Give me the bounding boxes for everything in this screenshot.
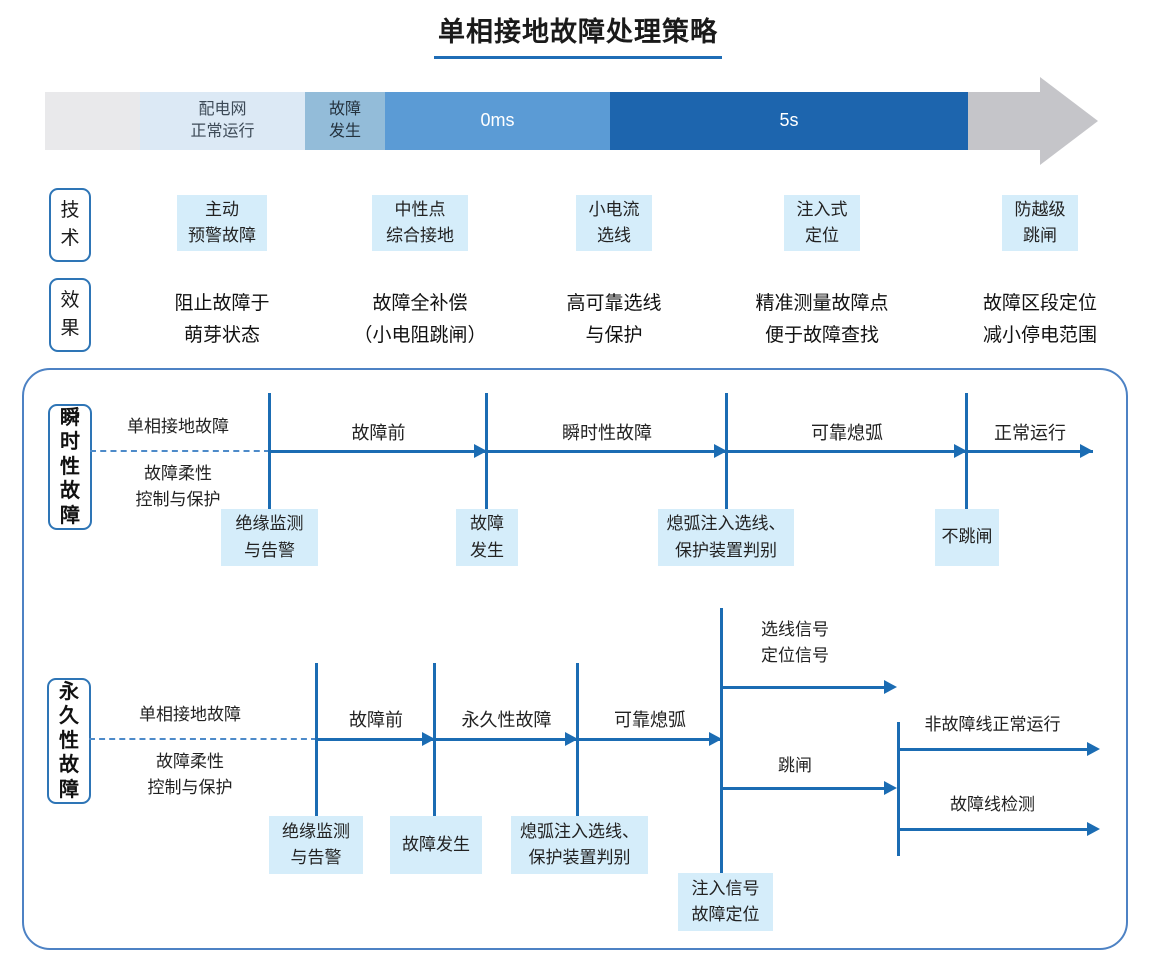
arrowhead-icon: [565, 732, 578, 746]
timeline-stage-5s: 5s: [610, 92, 968, 150]
transient-segment-label: 正常运行: [994, 423, 1066, 443]
branch-nonfault-label: 非故障线正常运行: [924, 715, 1061, 734]
transient-section-label: 瞬时性故障: [48, 404, 92, 530]
permanent-dashed-line: [89, 738, 317, 740]
effect-item: 高可靠选线 与保护: [566, 293, 662, 347]
permanent-segment-label: 故障前: [349, 710, 403, 730]
page-title: 单相接地故障处理策略: [434, 10, 722, 59]
branch-trip-label: 跳闸: [778, 756, 812, 775]
permanent-segment-label: 可靠熄弧: [614, 710, 686, 730]
transient-step-box: 不跳闸: [935, 509, 999, 566]
permanent-step-box: 绝缘监测 与告警: [269, 816, 363, 874]
trip-junction-line: [897, 722, 900, 856]
effect-item: 精准测量故障点 便于故障查找: [755, 293, 889, 347]
arrowhead-icon: [422, 732, 435, 746]
branch-faultline-line: [899, 828, 1087, 831]
transient-section-label-text: 瞬时性故障: [60, 407, 80, 527]
title-wrap: 单相接地故障处理策略: [0, 10, 1156, 59]
branch-trip-line: [722, 787, 884, 790]
permanent-step-box: 注入信号 故障定位: [678, 873, 773, 931]
permanent-pre-bottom-label: 故障柔性 控制与保护: [147, 752, 233, 798]
arrowhead-icon: [714, 444, 727, 458]
arrowhead-icon: [1087, 822, 1100, 836]
effect-row-label-text: 效果: [60, 289, 80, 340]
permanent-pre-top-label: 单相接地故障: [139, 705, 241, 724]
arrowhead-icon: [884, 781, 897, 795]
timeline-stage-idle: [45, 92, 140, 150]
branch-signal-line: [722, 686, 884, 689]
effect-item: 故障区段定位 减小停电范围: [982, 293, 1097, 347]
transient-segment-label: 可靠熄弧: [811, 423, 883, 443]
effect-item: 故障全补偿 （小电阻跳闸）: [353, 293, 487, 347]
arrowhead-icon: [954, 444, 967, 458]
flow-panel: [22, 368, 1128, 950]
tech-row-label: 技术: [49, 188, 91, 262]
tech-item: 注入式 定位: [784, 195, 860, 251]
arrowhead-icon: [884, 680, 897, 694]
tech-item: 主动 预警故障: [177, 195, 267, 251]
effect-row-label: 效果: [49, 278, 91, 352]
transient-step-box: 熄弧注入选线、 保护装置判别: [658, 509, 794, 566]
arrowhead-icon: [709, 732, 722, 746]
permanent-step-box: 故障发生: [390, 816, 482, 874]
arrowhead-icon: [474, 444, 487, 458]
transient-step-box: 绝缘监测 与告警: [221, 509, 318, 566]
tech-row-label-text: 技术: [60, 199, 80, 250]
branch-signal-label: 选线信号 定位信号: [761, 620, 829, 666]
transient-pre-bottom-label: 故障柔性 控制与保护: [135, 464, 221, 510]
effect-item: 阻止故障于 萌芽状态: [174, 293, 270, 347]
transient-axis-line: [270, 450, 1093, 453]
tech-item: 防越级 跳闸: [1002, 195, 1078, 251]
permanent-tick: [315, 663, 318, 816]
permanent-axis-line: [317, 738, 722, 741]
timeline-stage-0ms: 0ms: [385, 92, 610, 150]
branch-nonfault-line: [899, 748, 1087, 751]
transient-dashed-line: [90, 450, 270, 452]
transient-segment-label: 故障前: [351, 423, 406, 443]
transient-tick: [268, 393, 271, 509]
timeline-arrowhead-icon: [1040, 77, 1098, 165]
permanent-section-label: 永久性故障: [47, 678, 91, 804]
timeline-stage-normal: 配电网 正常运行: [140, 92, 305, 150]
transient-step-box: 故障 发生: [456, 509, 518, 566]
permanent-segment-label: 永久性故障: [461, 710, 552, 730]
permanent-step-box: 熄弧注入选线、 保护装置判别: [511, 816, 648, 874]
branch-faultline-label: 故障线检测: [950, 795, 1035, 814]
tech-item: 中性点 综合接地: [372, 195, 468, 251]
transient-segment-label: 瞬时性故障: [562, 423, 652, 443]
transient-pre-top-label: 单相接地故障: [127, 417, 229, 436]
permanent-section-label-text: 永久性故障: [59, 681, 79, 801]
arrowhead-icon: [1087, 742, 1100, 756]
arrowhead-icon: [1080, 444, 1093, 458]
timeline-stage-fault: 故障 发生: [305, 92, 385, 150]
tech-item: 小电流 选线: [576, 195, 652, 251]
timeline-arrow-body: [968, 92, 1040, 150]
